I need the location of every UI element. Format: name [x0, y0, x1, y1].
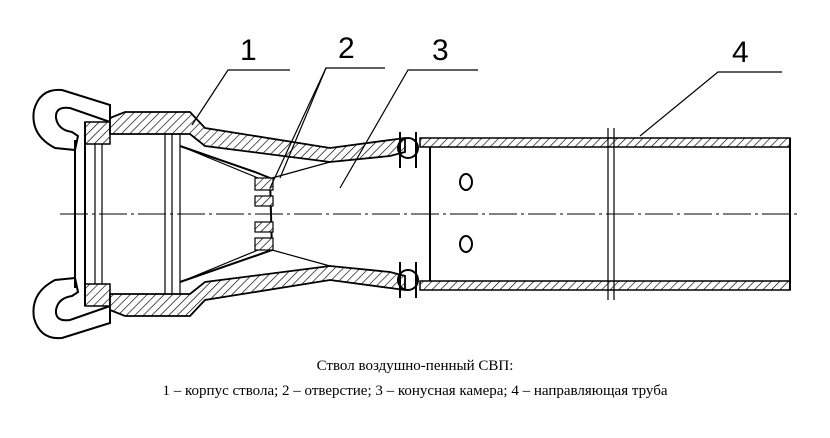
label-2: 2	[338, 32, 355, 65]
label-1: 1	[240, 34, 257, 67]
inner-cone	[179, 145, 274, 283]
nozzle-body	[109, 111, 406, 317]
guide-tube	[419, 128, 791, 300]
caption-title: Ствол воздушно-пенный СВП:	[316, 358, 514, 374]
nozzle-drawing: 1 2 3 4	[32, 32, 800, 340]
bolts	[397, 132, 419, 298]
label-4: 4	[732, 36, 749, 69]
leader-lines	[191, 67, 782, 189]
label-3: 3	[432, 34, 449, 67]
caption-legend: 1 – корпус ствола; 2 – отверстие; 3 – ко…	[162, 383, 668, 399]
